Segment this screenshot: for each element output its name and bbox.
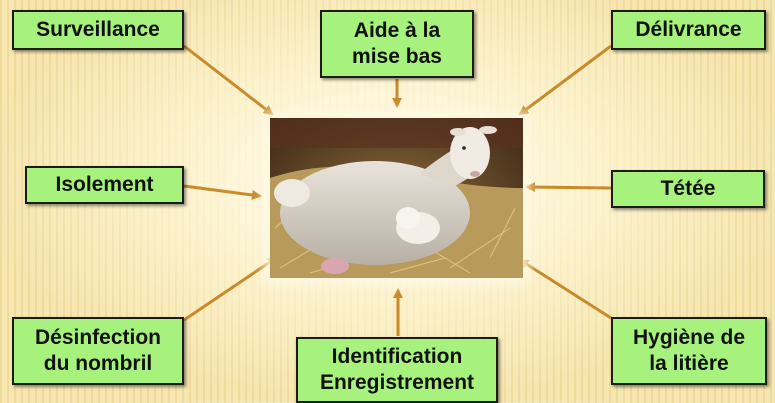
node-aide-line-1: Aide à la <box>353 19 441 42</box>
node-isolement-text: Isolement <box>55 173 154 196</box>
node-tetee: Tétée <box>611 170 765 208</box>
node-hygiene-line-1: Hygiène de <box>632 326 746 349</box>
node-isolement: Isolement <box>25 166 184 204</box>
node-desinfection-line-1: Désinfection <box>34 326 162 349</box>
arrow-desinfection <box>183 256 278 322</box>
node-hygiene-line-2: la litière <box>649 352 729 375</box>
arrow-delivrance <box>518 44 612 116</box>
arrow-surveillance <box>183 44 274 116</box>
node-delivrance-text: Délivrance <box>635 18 742 41</box>
node-hygiene-litiere: Hygiène de la litière <box>611 317 767 385</box>
arrow-isolement <box>183 184 262 200</box>
sheep-with-lambs-photo <box>270 118 523 278</box>
arrow-tetee <box>525 182 612 193</box>
node-aide-line-2: mise bas <box>352 45 442 68</box>
node-delivrance: Délivrance <box>611 10 766 50</box>
node-identification-line-1: Identification <box>331 345 463 368</box>
node-surveillance: Surveillance <box>12 10 184 50</box>
node-surveillance-text: Surveillance <box>36 18 160 41</box>
arrow-hygiene <box>518 258 612 320</box>
node-desinfection-line-2: du nombril <box>43 352 153 375</box>
node-identification-line-2: Enregistrement <box>319 371 475 394</box>
node-identification-enregistrement: Identification Enregistrement <box>296 337 498 403</box>
node-tetee-text: Tétée <box>660 177 716 200</box>
node-desinfection-nombril: Désinfection du nombril <box>12 317 184 385</box>
node-aide-mise-bas: Aide à la mise bas <box>320 10 474 78</box>
